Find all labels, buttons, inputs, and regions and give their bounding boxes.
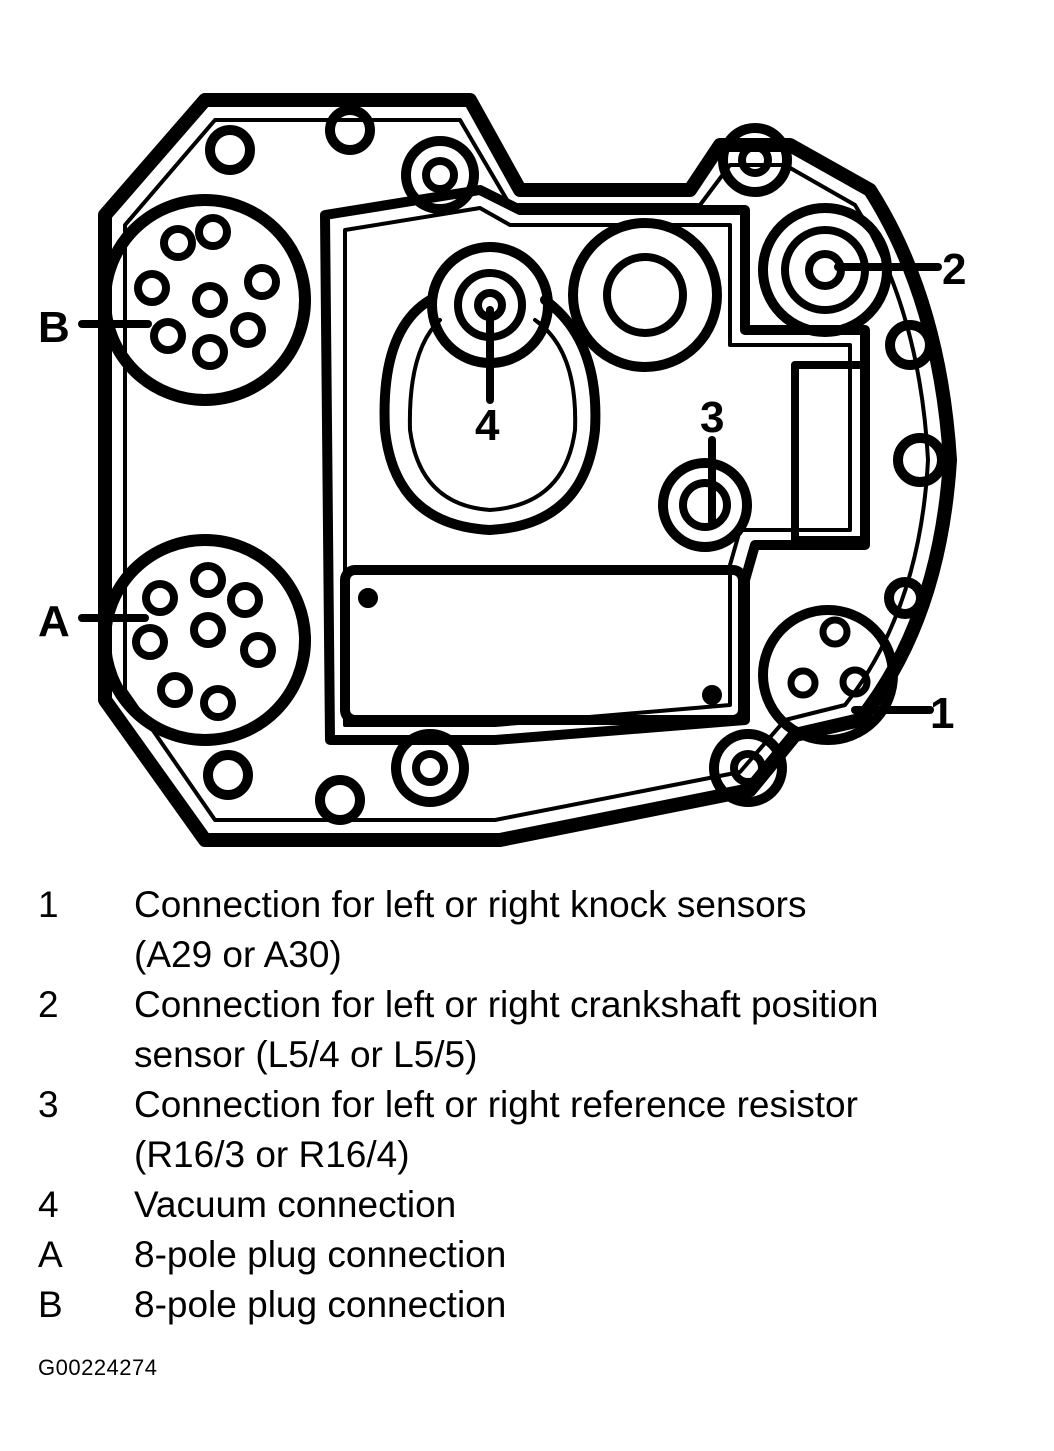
legend-key: 2 [38,984,59,1025]
plate-bolt-bottom-right [709,729,787,807]
plate-bolt-bottom-left-core [412,750,448,786]
callout-label-b: B [38,303,70,352]
cover-screw-left [358,588,378,608]
legend-item-b: B 8-pole plug connection [38,1280,1038,1330]
plug-connector-b-pins [134,214,280,370]
plate-bolt-top-left-core [422,157,458,193]
callout-label-2: 2 [942,245,966,294]
vacuum-port-loop [379,295,601,535]
central-plate [320,185,870,745]
callout-label-3: 3 [700,393,724,442]
ignition-control-module-diagram: B A 2 1 4 3 [38,93,966,847]
cover-screw-right [702,685,722,705]
legend-item-3: 3 Connection for left or right reference… [38,1080,1038,1180]
legend-key: A [38,1234,63,1275]
legend-text: Connection for left or right crankshaft … [134,984,879,1075]
plate-bolt-bottom-left [391,729,469,807]
legend-item-a: A 8-pole plug connection [38,1230,1038,1280]
legend-key: 1 [38,884,59,925]
legend-item-1: 1 Connection for left or right knock sen… [38,880,1038,980]
mounting-hole-bottom [315,775,365,825]
legend-text: Connection for left or right reference r… [134,1084,858,1175]
plug-connector-b [99,194,311,406]
callout-label-1: 1 [930,689,954,738]
plate-bolt-top-right [718,123,792,197]
round-boss-inner [603,253,687,337]
mounting-hole-bottom-left [203,750,253,800]
plug-connector-a [99,534,311,746]
mounting-hole-right-upper [885,320,935,370]
round-boss [568,218,722,372]
plate-bolt-top-left [401,136,479,214]
figure-id: G00224274 [38,1355,158,1380]
legend-text: 8-pole plug connection [134,1284,507,1325]
legend-key: B [38,1284,63,1325]
mounting-hole-right-lower [884,577,926,619]
legend-text: Connection for left or right knock senso… [134,884,807,975]
knock-sensor-pin-2 [787,667,819,699]
module-housing-inner-edge [123,118,930,822]
plate-bolt-bottom-right-core [730,750,766,786]
legend-key: 3 [38,1084,59,1125]
module-cover [340,565,748,725]
mounting-hole-top [325,105,375,155]
legend-item-4: 4 Vacuum connection [38,1180,1038,1230]
legend-text: Vacuum connection [134,1184,457,1225]
plate-bolt-top-right-core [738,143,772,177]
knock-sensor-socket [758,605,898,745]
callout-label-a: A [38,597,70,646]
vacuum-port-loop-inner [407,318,578,512]
mounting-hole-right-middle [893,433,947,487]
module-housing-outline [98,93,957,847]
mounting-hole-top-left [205,125,255,175]
reference-resistor-socket-inner [679,479,731,531]
legend: 1 Connection for left or right knock sen… [38,880,1038,1330]
plug-connector-a-pins [132,562,276,721]
callout-label-4: 4 [475,401,500,450]
legend-text: 8-pole plug connection [134,1234,507,1275]
legend-item-2: 2 Connection for left or right crankshaf… [38,980,1038,1080]
legend-key: 4 [38,1184,59,1225]
reference-resistor-bracket [791,361,869,544]
knock-sensor-pin-3 [839,666,871,698]
knock-sensor-pin-1 [819,616,851,648]
reference-resistor-socket [658,458,752,552]
